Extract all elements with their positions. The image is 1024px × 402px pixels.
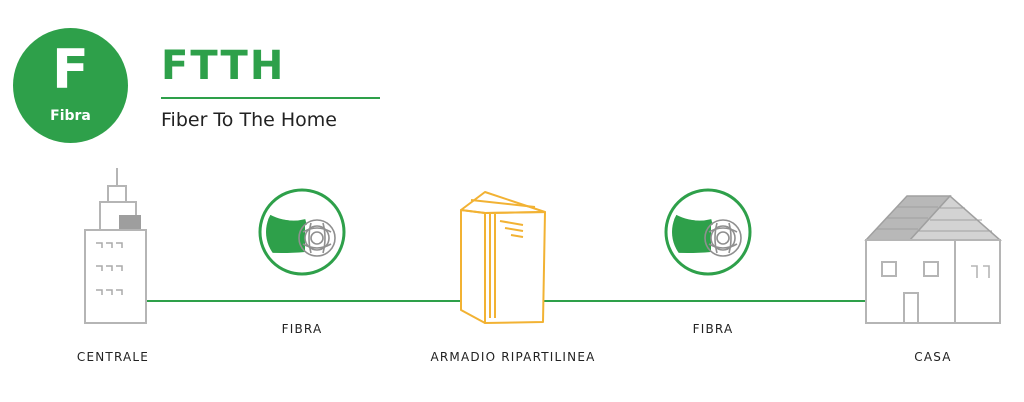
title-divider [161,97,380,99]
cabinet-icon [460,191,546,324]
building-icon [84,168,147,324]
link-label-fibra-2: FIBRA [692,322,734,336]
fibra-badge: F Fibra [13,28,128,143]
node-label-armadio: ARMADIO RIPARTILINEA [430,350,596,364]
badge-subtitle: Fibra [50,108,91,124]
badge-letter: F [52,38,89,101]
page-subtitle: Fiber To The Home [161,109,337,131]
link-label-fibra-1: FIBRA [281,322,323,336]
node-label-casa: CASA [914,350,952,364]
house-icon [864,194,1002,324]
fiber-cable-icon [258,188,346,276]
page-title: FTTH [161,43,286,89]
fiber-cable-icon [664,188,752,276]
node-label-centrale: CENTRALE [76,350,150,364]
